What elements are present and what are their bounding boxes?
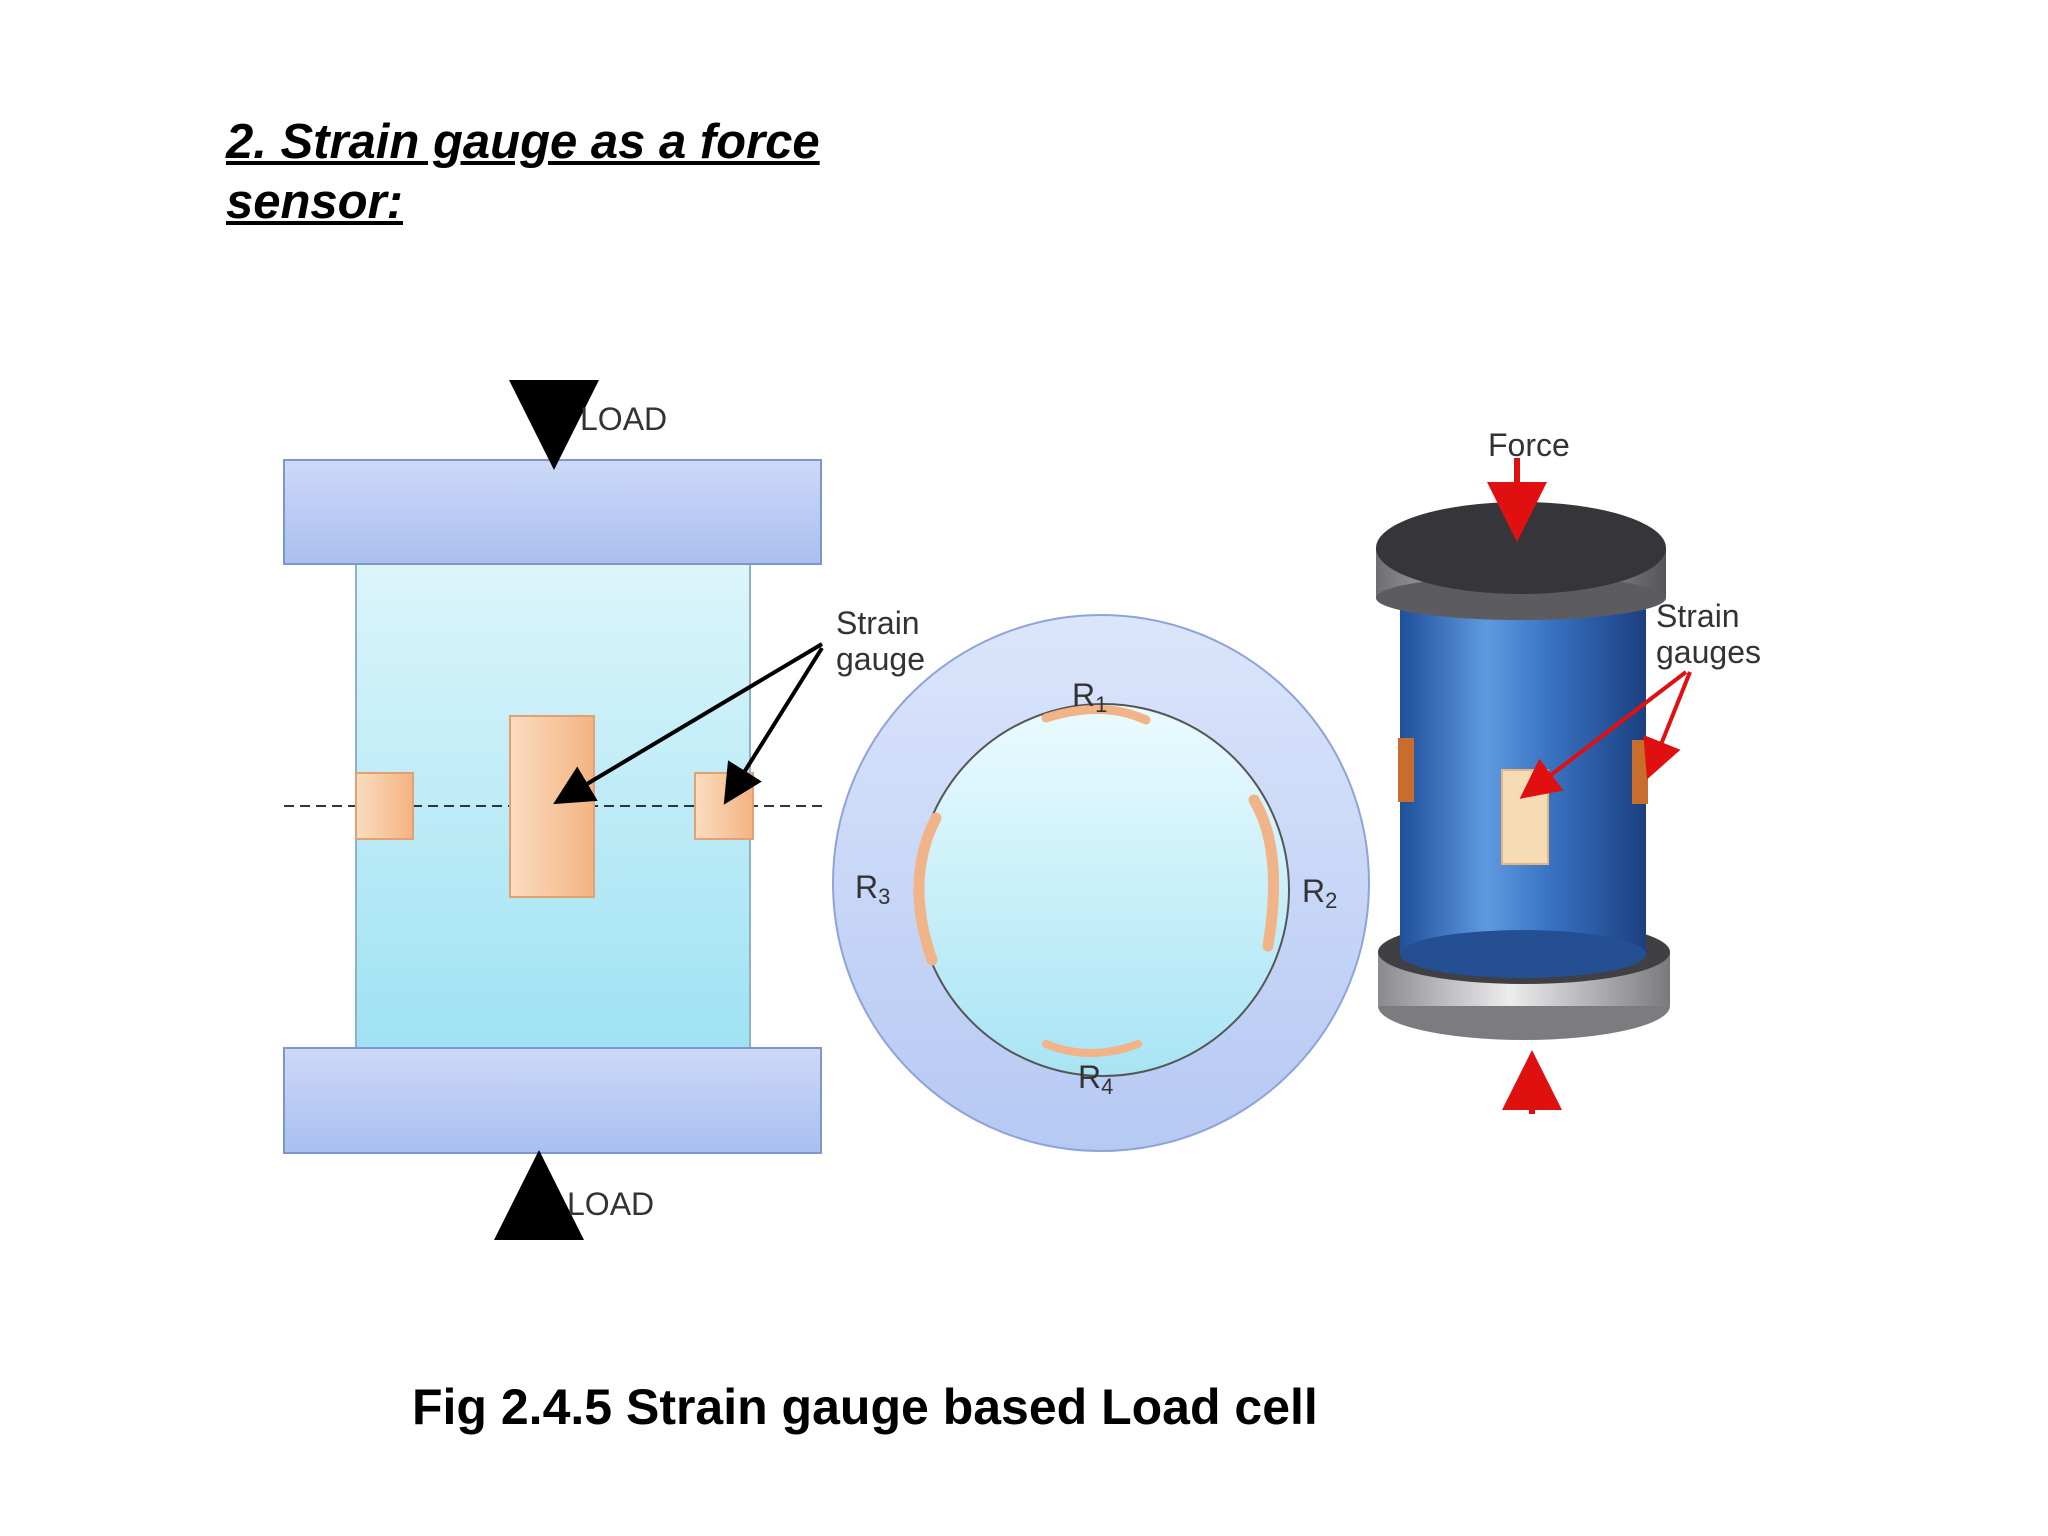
slide-title: 2. Strain gauge as a force sensor:	[226, 115, 820, 229]
label-r4-main: R	[1078, 1059, 1101, 1095]
strain-gauge-center	[509, 715, 595, 898]
label-r3-sub: 3	[878, 884, 890, 909]
label-r4-sub: 4	[1101, 1074, 1113, 1099]
strain-gauge-pointer-center	[553, 642, 824, 805]
strain-gauge-right	[694, 772, 754, 840]
load-cell-front-view: LOAD LOAD Strain gauge	[283, 380, 925, 1240]
cylinder-gauge-left	[1398, 738, 1414, 802]
label-r1-main: R	[1072, 677, 1095, 713]
label-r2: R2	[1302, 873, 1337, 913]
cylinder-body-bottom	[1400, 930, 1646, 978]
strain-gauges-pointer-front	[1519, 670, 1688, 799]
label-r2-sub: 2	[1325, 888, 1337, 913]
gauge-r3	[913, 812, 942, 966]
strain-gauge-pointer-right	[723, 646, 824, 805]
strain-gauge-label-line2: gauge	[836, 641, 925, 677]
strain-gauges-label-line1: Strain	[1656, 598, 1740, 634]
top-plate	[283, 459, 822, 565]
gauge-r4	[1042, 1040, 1142, 1057]
label-r1: R1	[1072, 677, 1107, 717]
cap-top	[1376, 502, 1666, 594]
gauge-r2	[1248, 794, 1280, 952]
label-r2-main: R	[1302, 873, 1325, 909]
strain-gauge-left	[355, 772, 414, 840]
strain-gauges-label-line2: gauges	[1656, 634, 1761, 670]
figure-caption: Fig 2.4.5 Strain gauge based Load cell	[412, 1379, 1318, 1435]
cylinder-body	[1400, 582, 1646, 954]
load-label-bottom: LOAD	[567, 1186, 654, 1222]
load-label-top: LOAD	[580, 401, 667, 437]
cylinder-load-cell: Force Strain gauges	[1376, 427, 1761, 1114]
cylinder-gauge-right	[1632, 740, 1648, 804]
gauge-r1	[1041, 704, 1151, 725]
ring-cross-section: R1 R2 R3 R4	[832, 614, 1370, 1152]
label-r4: R4	[1078, 1059, 1113, 1099]
label-r1-sub: 1	[1095, 692, 1107, 717]
strain-gauge-label-line1: Strain	[836, 605, 920, 641]
strain-gauges-pointer-right	[1643, 671, 1692, 780]
inner-bore	[916, 703, 1290, 1077]
force-label: Force	[1488, 427, 1570, 463]
label-r3-main: R	[855, 869, 878, 905]
label-r3: R3	[855, 869, 890, 909]
bottom-plate	[283, 1047, 822, 1154]
